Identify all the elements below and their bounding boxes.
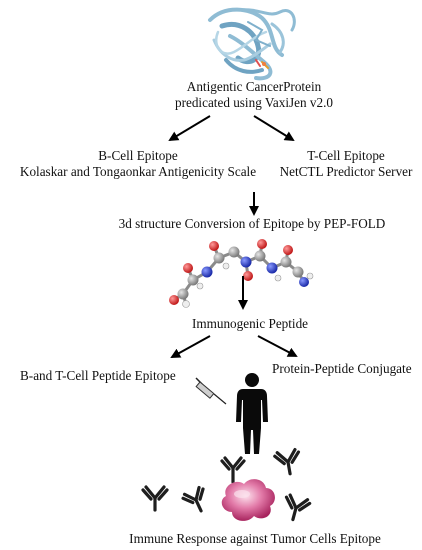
structure-conversion-label: 3d structure Conversion of Epitope by PE…: [118, 216, 386, 231]
bcell-epitope-line1: B-Cell Epitope: [98, 148, 178, 163]
antibody-icon: [141, 485, 169, 512]
antibody-icon: [181, 485, 205, 513]
arrow-to-bcell: [168, 115, 211, 142]
arrow-to-bt-epitope: [170, 335, 211, 358]
tumor-cell-icon: [221, 479, 275, 521]
antigenic-protein-line2: predicated using VaxiJen v2.0: [175, 94, 333, 110]
syringe-icon: [195, 377, 227, 405]
antibody-icon: [273, 448, 301, 476]
immune-response-label: Immune Response against Tumor Cells Epit…: [129, 531, 381, 546]
protein-structure-image: [208, 7, 296, 81]
antibody-icon: [284, 493, 312, 522]
tcell-epitope-line1: T-Cell Epitope: [307, 148, 385, 163]
tcell-epitope-line2: NetCTL Predictor Server: [279, 163, 413, 179]
peptide-molecule-image: [169, 239, 314, 308]
arrow-to-tcell: [253, 115, 295, 142]
antibody-icon: [220, 456, 246, 484]
protein-peptide-conjugate-label: Protein-Peptide Conjugate: [272, 361, 412, 376]
bcell-epitope-line2: Kolaskar and Tongaonkar Antigenicity Sca…: [19, 163, 257, 179]
bcell-epitope-label: B-Cell Epitope Kolaskar and Tongaonkar A…: [6, 148, 270, 179]
bt-cell-epitope-label: B-and T-Cell Peptide Epitope: [20, 368, 176, 383]
antibody-icons: [141, 448, 312, 522]
tcell-epitope-label: T-Cell Epitope NetCTL Predictor Server: [272, 148, 420, 179]
antigenic-protein-line1: Antigentic CancerProtein: [186, 79, 322, 94]
antigenic-protein-label: Antigentic CancerProtein predicated usin…: [160, 79, 348, 110]
arrow-to-conjugate: [257, 335, 298, 357]
human-silhouette-icon: [236, 373, 268, 454]
immunogenic-peptide-label: Immunogenic Peptide: [191, 316, 309, 331]
